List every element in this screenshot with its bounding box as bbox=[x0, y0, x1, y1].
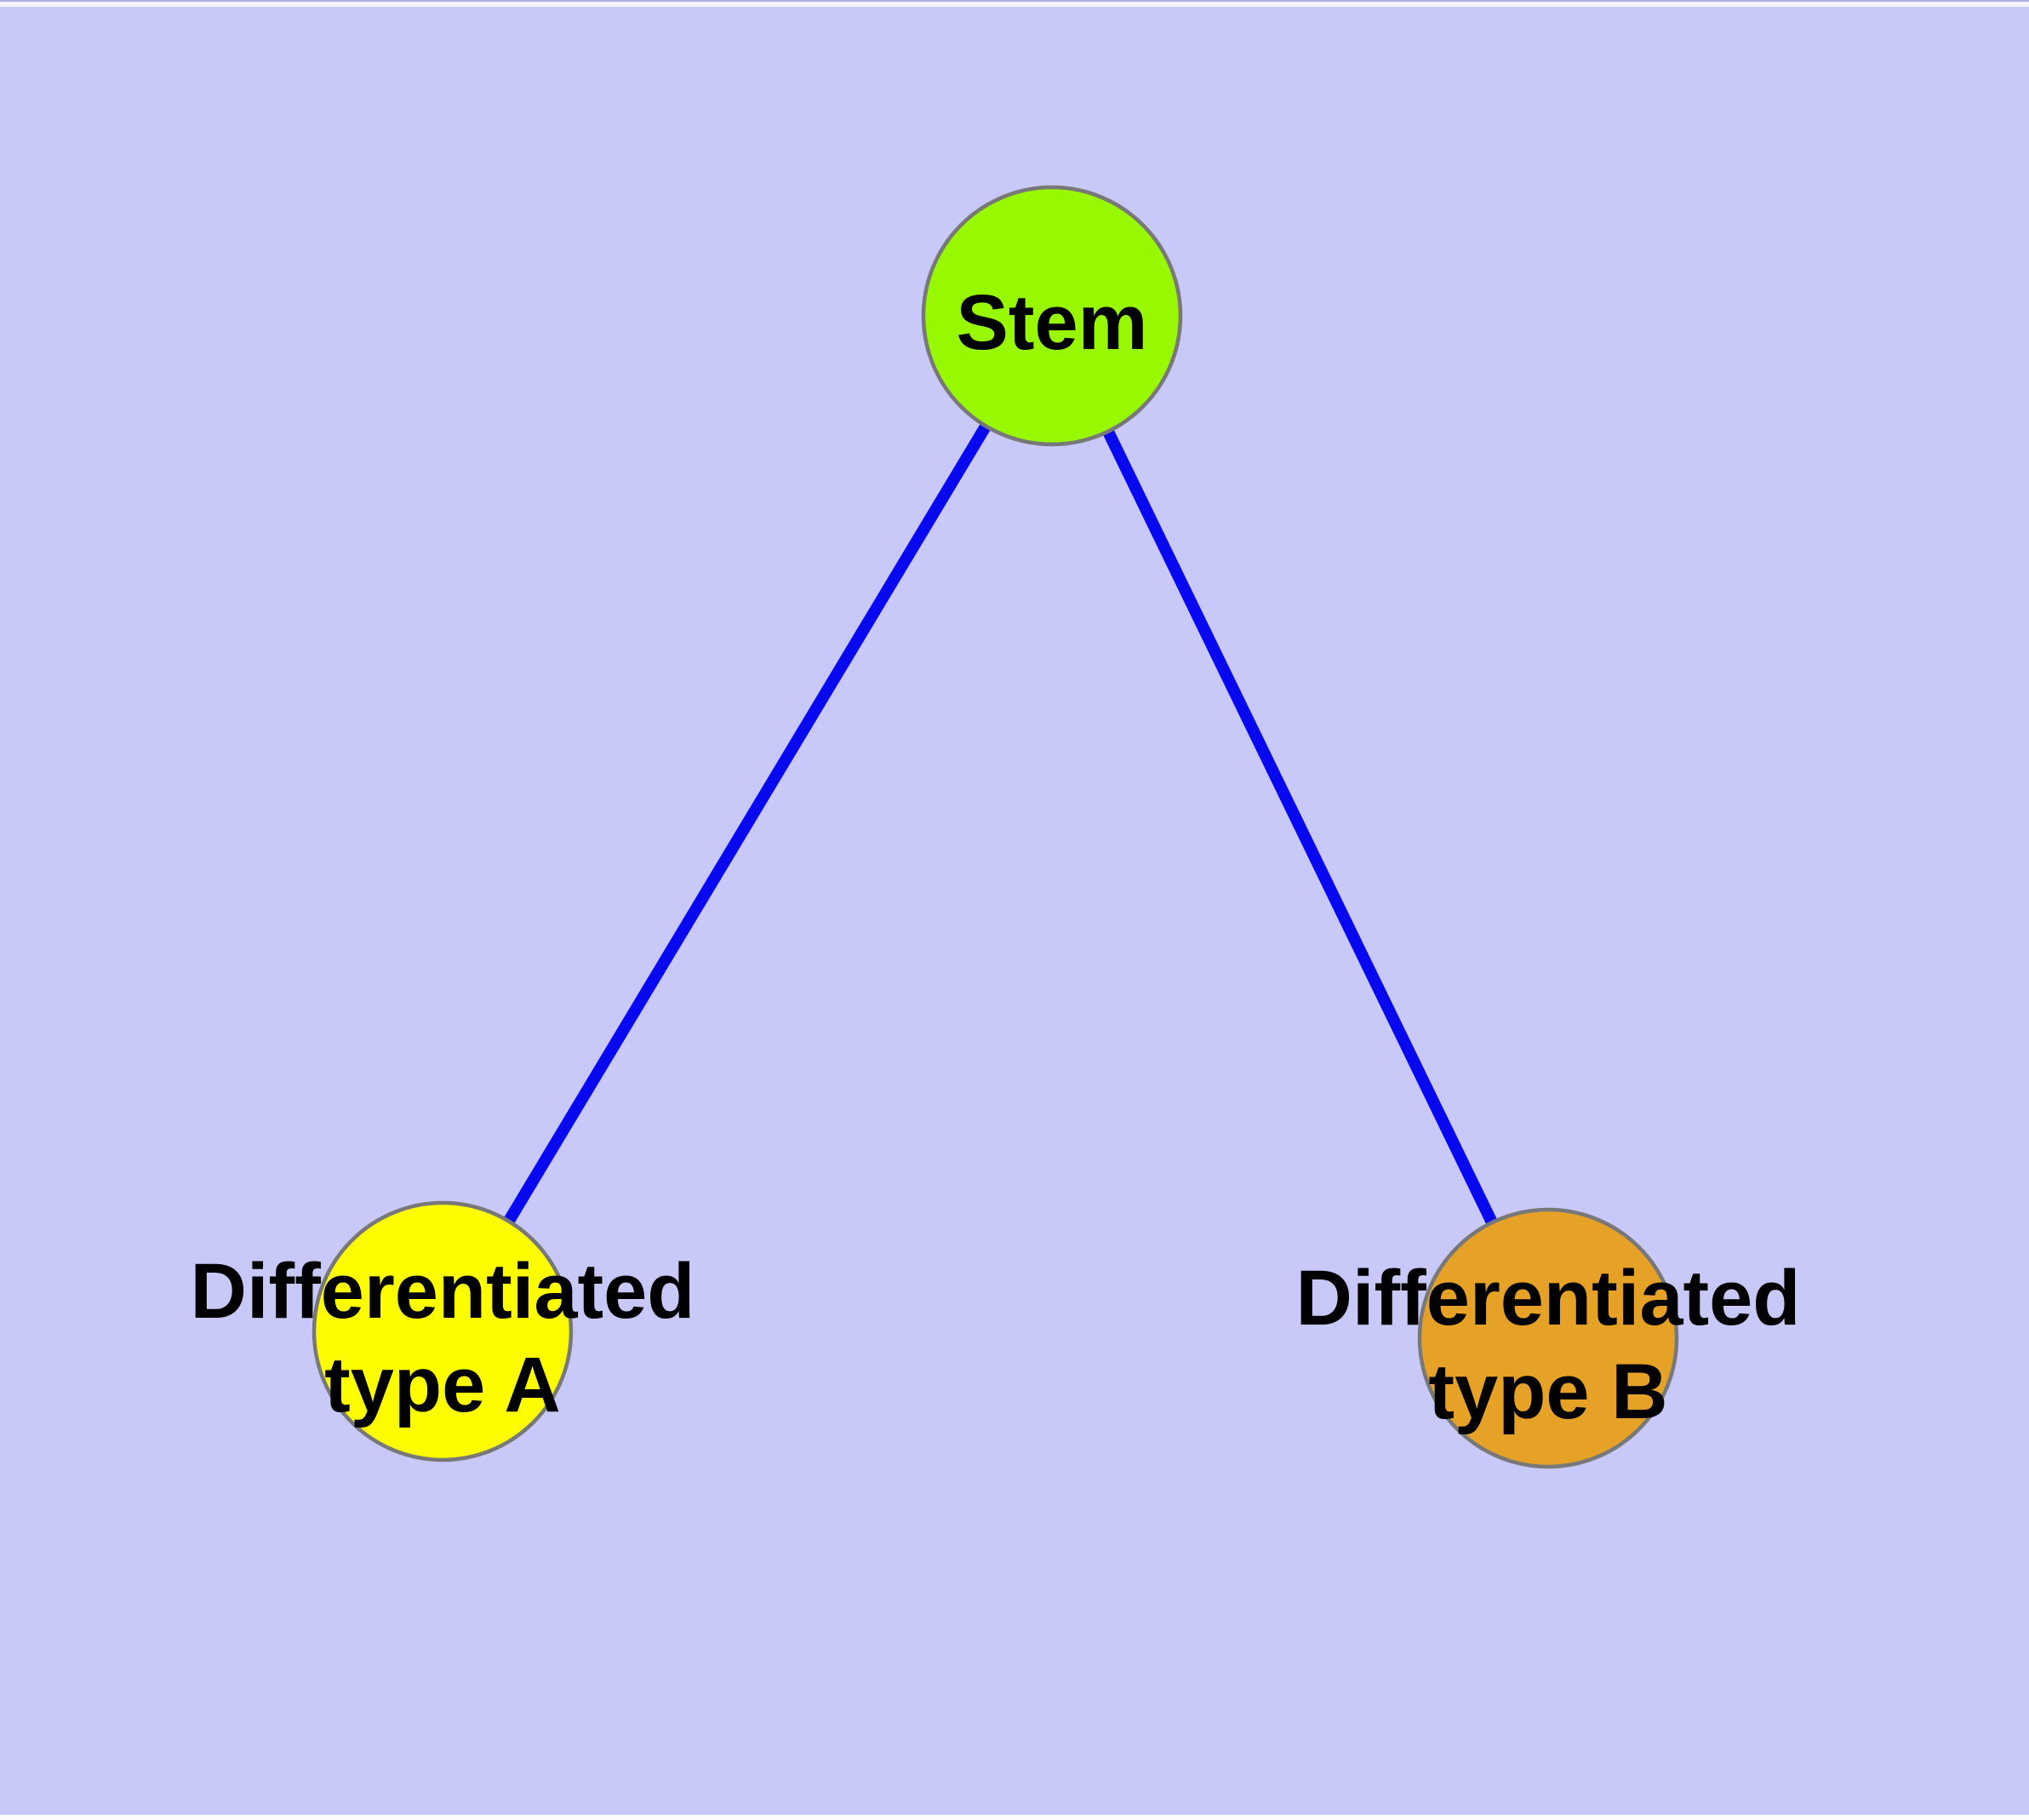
node-stem-circle bbox=[921, 185, 1183, 447]
window-edge-bottom-strip bbox=[0, 1815, 2029, 1820]
window-edge-top-strip bbox=[0, 2, 2029, 7]
node-diff-a-circle bbox=[311, 1200, 574, 1462]
edge-stem-diff-b bbox=[1046, 312, 1554, 1342]
node-stem-label: Stem bbox=[957, 279, 1148, 366]
window-edge-top-line bbox=[0, 0, 2029, 2]
edge-stem-diff-a bbox=[437, 312, 1058, 1335]
node-diff-b-circle bbox=[1417, 1207, 1679, 1469]
